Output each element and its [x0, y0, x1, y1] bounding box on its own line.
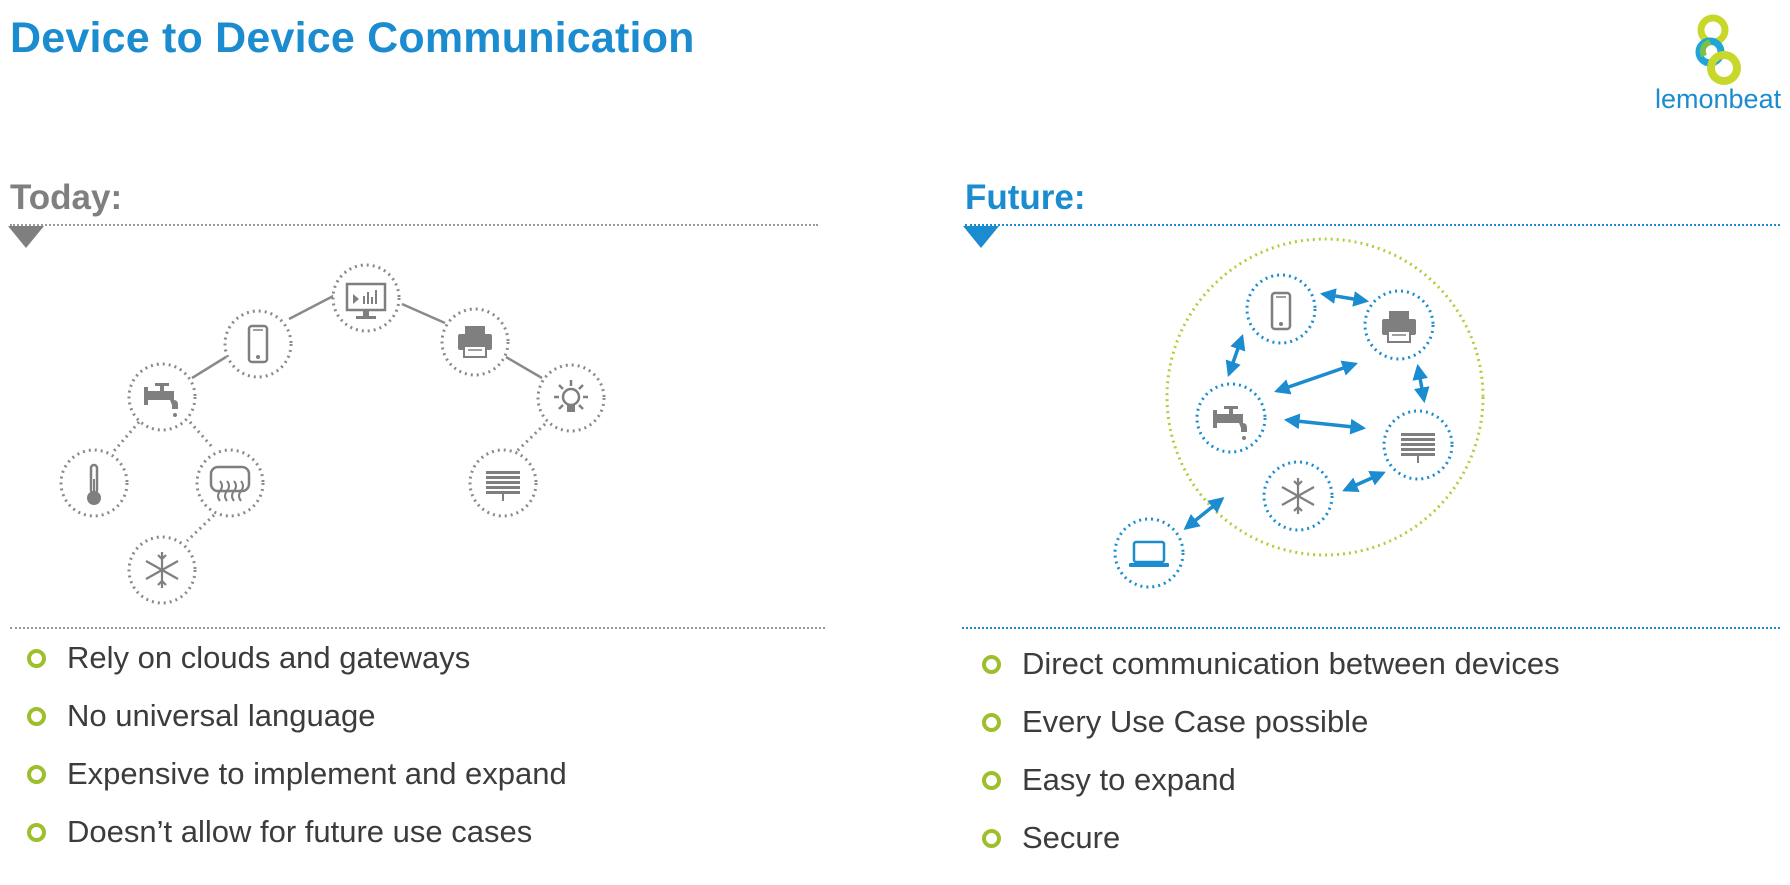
bullet-circle-icon — [982, 829, 1001, 848]
link-heater-snow — [185, 513, 216, 543]
bullet-circle-icon — [982, 655, 1001, 674]
link-faucet-thermo — [112, 421, 141, 452]
today-node-monitor — [331, 263, 401, 333]
future-bullet: Direct communication between devices — [965, 643, 1560, 701]
link-monitor-printer — [401, 302, 446, 325]
today-node-faucet — [127, 362, 197, 432]
link-printer-bulb — [505, 355, 543, 380]
bullet-circle-icon — [982, 771, 1001, 790]
today-top-divider — [10, 224, 818, 226]
arrow-snow-blinds — [1342, 470, 1386, 493]
future-node-blinds — [1382, 409, 1454, 481]
today-triangle-marker — [8, 226, 44, 248]
arrow-phone-printer — [1319, 288, 1370, 307]
arrow-printer-blinds — [1412, 363, 1430, 404]
lemonbeat-logo — [1695, 14, 1741, 85]
today-node-heater — [195, 448, 265, 518]
link-bulb-blinds — [515, 422, 547, 453]
future-bullet: Easy to expand — [965, 759, 1560, 817]
today-bottom-divider — [10, 627, 825, 629]
future-top-divider — [965, 224, 1780, 226]
future-node-snowflake — [1262, 460, 1334, 532]
future-bullet: Secure — [965, 817, 1560, 875]
bullet-circle-icon — [982, 713, 1001, 732]
today-heading: Today: — [10, 178, 123, 217]
today-node-thermometer — [59, 448, 129, 518]
future-bottom-divider — [962, 627, 1780, 629]
today-diagram — [59, 263, 606, 605]
bullet-circle-icon — [27, 707, 46, 726]
today-node-phone — [223, 309, 293, 379]
today-node-bulb — [536, 363, 606, 433]
today-bullet: Doesn’t allow for future use cases — [10, 811, 567, 869]
bullet-circle-icon — [27, 765, 46, 784]
future-heading: Future: — [965, 178, 1086, 217]
bullet-circle-icon — [27, 823, 46, 842]
link-monitor-phone — [288, 290, 342, 321]
future-node-laptop — [1113, 517, 1185, 589]
today-node-blinds — [468, 448, 538, 518]
future-triangle-marker — [963, 226, 999, 248]
link-phone-faucet — [191, 355, 227, 380]
arrow-phone-faucet — [1225, 334, 1246, 377]
today-bullet-list: Rely on clouds and gateways No universal… — [10, 637, 567, 869]
page-title: Device to Device Communication — [10, 14, 695, 62]
future-node-faucet — [1195, 382, 1267, 454]
arrow-laptop-snow — [1183, 497, 1225, 530]
today-node-snowflake — [127, 535, 197, 605]
today-bullet: Rely on clouds and gateways — [10, 637, 567, 695]
arrow-faucet-blinds — [1283, 413, 1367, 435]
future-bullet-list: Direct communication between devices Eve… — [965, 643, 1560, 875]
arrow-faucet-printer — [1274, 360, 1358, 395]
future-bullet: Every Use Case possible — [965, 701, 1560, 759]
today-bullet: Expensive to implement and expand — [10, 753, 567, 811]
logo-text: lemonbeat — [1655, 84, 1782, 114]
today-node-printer — [440, 307, 510, 377]
today-bullet: No universal language — [10, 695, 567, 753]
future-node-phone — [1245, 273, 1317, 345]
future-node-printer — [1363, 289, 1435, 361]
bullet-circle-icon — [27, 649, 46, 668]
network-boundary — [1165, 237, 1485, 557]
